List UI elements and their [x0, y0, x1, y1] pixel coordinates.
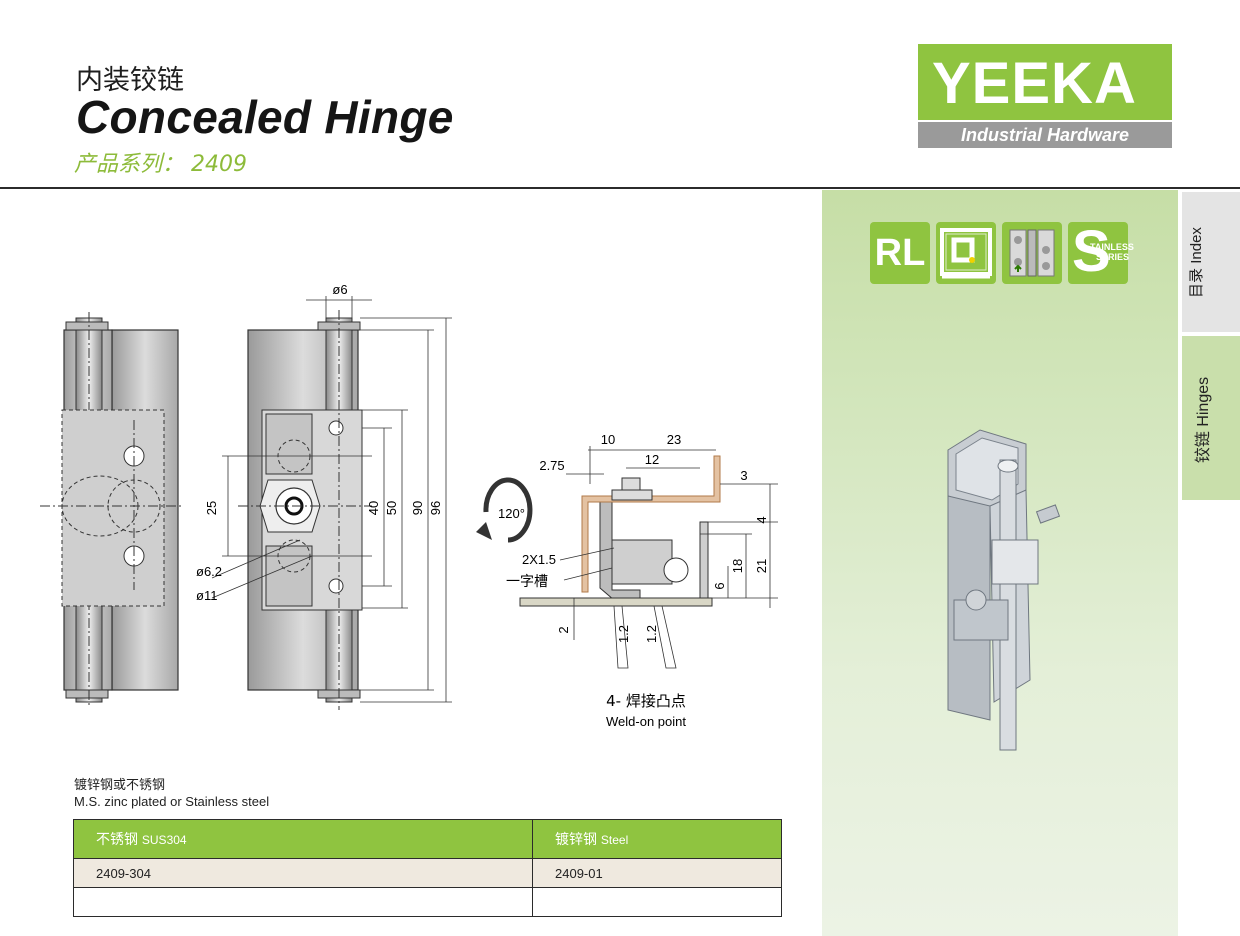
material-cn: 镀锌钢或不锈钢	[74, 778, 166, 793]
dim-21: 21	[754, 559, 769, 573]
technical-drawing: ø6 25 40 50 90 96 ø6.2 ø11 120°	[40, 282, 778, 729]
header-steel: 镀锌钢 Steel	[532, 819, 782, 859]
stainless-series-badge: S TAINLESS SERIES	[1068, 219, 1134, 284]
slot-size-label: 2X1.5	[522, 552, 556, 567]
weld-point-label-en: Weld-on point	[606, 714, 686, 729]
dim-25: 25	[204, 501, 219, 515]
dim-4: 4	[754, 516, 769, 523]
part-number-steel: 2409-01	[532, 858, 782, 888]
dim-50: 50	[384, 501, 399, 515]
page-title: Concealed Hinge	[76, 91, 454, 143]
table-header-row: 不锈钢 SUS304 镀锌钢 Steel	[73, 819, 782, 859]
rotation-arrow-icon	[476, 477, 533, 543]
stainless-s-letter: S	[1072, 219, 1111, 284]
tab-index[interactable]: 目录 Index	[1182, 192, 1240, 332]
dim-2-75: 2.75	[539, 458, 564, 473]
dim-2: 2	[556, 626, 571, 633]
product-series: 产品系列： 2409	[74, 152, 247, 177]
logo-tagline: Industrial Hardware	[918, 122, 1172, 148]
dim-23: 23	[667, 432, 681, 447]
dim-hole-11: ø11	[196, 588, 217, 603]
table-row-empty	[73, 887, 782, 917]
product-3d-illustration	[947, 429, 1061, 751]
rl-badge: RL	[870, 222, 930, 284]
title-chinese: 内装铰链	[76, 65, 184, 96]
mounting-icon	[936, 222, 996, 284]
dim-90: 90	[410, 501, 425, 515]
part-number-table: 不锈钢 SUS304 镀锌钢 Steel 2409-304 2409-01	[73, 819, 782, 917]
section-view	[519, 446, 778, 669]
side-view	[40, 312, 184, 706]
header-divider	[0, 187, 1240, 189]
dim-6: 6	[712, 582, 727, 589]
logo-brand-text: YEEKA	[932, 51, 1137, 116]
slot-type-label: 一字槽	[506, 574, 548, 590]
screw-fixing-icon	[1002, 222, 1062, 284]
dim-1-2-left: 1.2	[616, 625, 631, 643]
dim-3: 3	[740, 468, 747, 483]
stainless-label: TAINLESS SERIES	[1090, 242, 1134, 262]
brand-logo: YEEKA Industrial Hardware	[918, 44, 1172, 148]
dim-pin-diameter: ø6	[332, 282, 347, 297]
dim-1-2-right: 1.2	[644, 625, 659, 643]
dim-hole-6-2: ø6.2	[196, 564, 222, 579]
tab-hinges[interactable]: 铰链 Hinges	[1182, 336, 1240, 500]
dim-18: 18	[730, 559, 745, 573]
dim-10: 10	[601, 432, 615, 447]
dim-96: 96	[428, 501, 443, 515]
material-en: M.S. zinc plated or Stainless steel	[74, 794, 270, 809]
weld-point-label-cn: 4- 焊接凸点	[606, 692, 686, 710]
header-stainless: 不锈钢 SUS304	[73, 819, 533, 859]
logo-green-box: YEEKA	[918, 44, 1172, 120]
table-row: 2409-304 2409-01	[73, 858, 782, 888]
dim-40: 40	[366, 501, 381, 515]
front-view	[211, 296, 452, 710]
angle-120: 120°	[498, 506, 525, 521]
part-number-stainless: 2409-304	[73, 858, 533, 888]
dim-12: 12	[645, 452, 659, 467]
